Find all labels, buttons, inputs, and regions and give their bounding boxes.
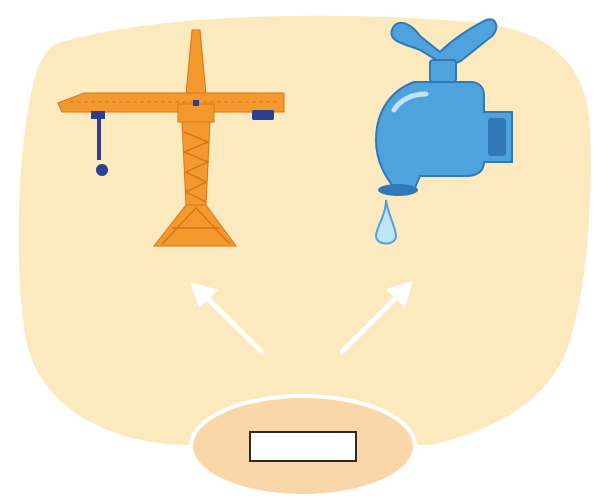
answer-input[interactable] [249, 431, 357, 462]
background-blob [19, 16, 591, 445]
